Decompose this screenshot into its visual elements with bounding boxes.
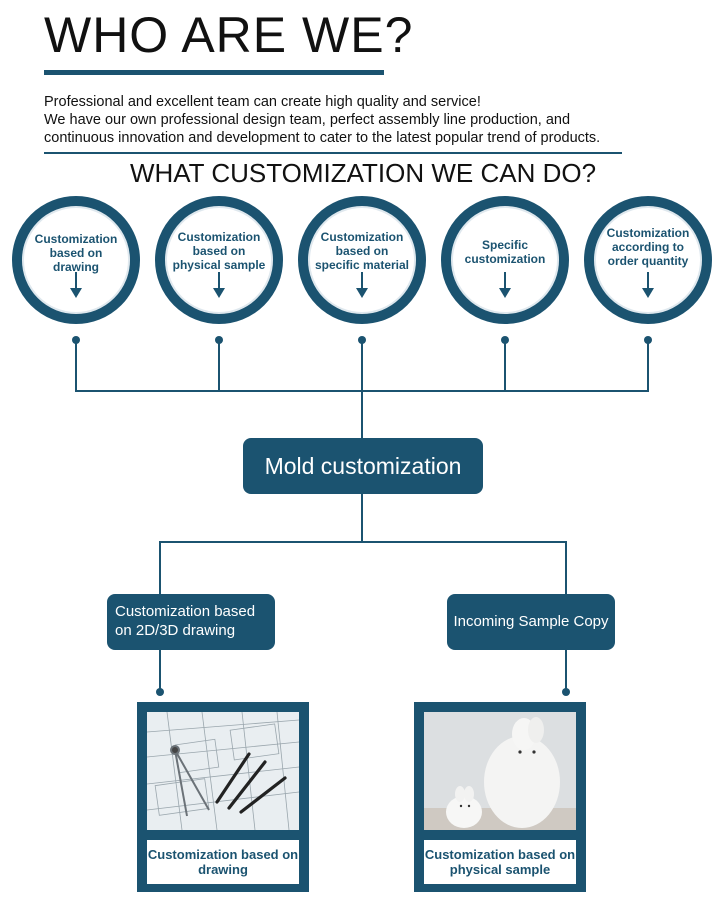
section-title: WHAT CUSTOMIZATION WE CAN DO?: [129, 158, 597, 188]
connector-line: [565, 541, 567, 594]
circle-label: Specific customization: [464, 238, 546, 266]
arrow-down-icon: [70, 272, 82, 298]
connector-line: [565, 650, 567, 690]
circle-order-quantity: Customization according to order quantit…: [584, 196, 712, 324]
page-title: WHO ARE WE?: [44, 7, 414, 63]
circle-label: Customization according to order quantit…: [606, 226, 690, 268]
intro-line-1: Professional and excellent team can crea…: [44, 94, 481, 110]
branch-2d3d-drawing-box: Customization based on 2D/3D drawing: [107, 594, 275, 650]
circle-label: Customization based on drawing: [34, 232, 118, 274]
connector-bus: [75, 390, 649, 392]
connector-dot: [156, 688, 164, 696]
intro-text: Professional and excellent team can crea…: [44, 93, 704, 147]
circle-label: Customization based on physical sample: [172, 230, 266, 272]
title-underline: [44, 70, 384, 75]
intro-divider: [44, 152, 622, 154]
connector-dot: [562, 688, 570, 696]
connector-line: [361, 340, 363, 438]
image-caption: Customization based on drawing: [147, 840, 299, 884]
arrow-down-icon: [642, 272, 654, 298]
arrow-down-icon: [213, 272, 225, 298]
circle-label: Customization based on specific material: [314, 230, 410, 272]
connector-line: [504, 340, 506, 392]
circle-specific-customization: Specific customization: [441, 196, 569, 324]
circle-physical-sample: Customization based on physical sample: [155, 196, 283, 324]
mold-customization-box: Mold customization: [243, 438, 483, 494]
drawing-tools-image: [147, 712, 299, 830]
connector-line: [159, 541, 161, 594]
arrow-down-icon: [499, 272, 511, 298]
connector-line: [159, 650, 161, 690]
circle-drawing: Customization based on drawing: [12, 196, 140, 324]
circle-specific-material: Customization based on specific material: [298, 196, 426, 324]
connector-line: [361, 494, 363, 542]
connector-line: [218, 340, 220, 392]
connector-line: [75, 340, 77, 392]
image-card-physical-sample: Customization based on physical sample: [414, 702, 586, 892]
ceramic-figurine-image: [424, 712, 576, 830]
branch-incoming-sample-box: Incoming Sample Copy: [447, 594, 615, 650]
intro-line-2: We have our own professional design team…: [44, 112, 571, 128]
connector-line: [647, 340, 649, 392]
image-caption: Customization based on physical sample: [424, 840, 576, 884]
arrow-down-icon: [356, 272, 368, 298]
connector-bus: [159, 541, 567, 543]
intro-line-3: continuous innovation and development to…: [44, 130, 601, 146]
image-card-drawing: Customization based on drawing: [137, 702, 309, 892]
